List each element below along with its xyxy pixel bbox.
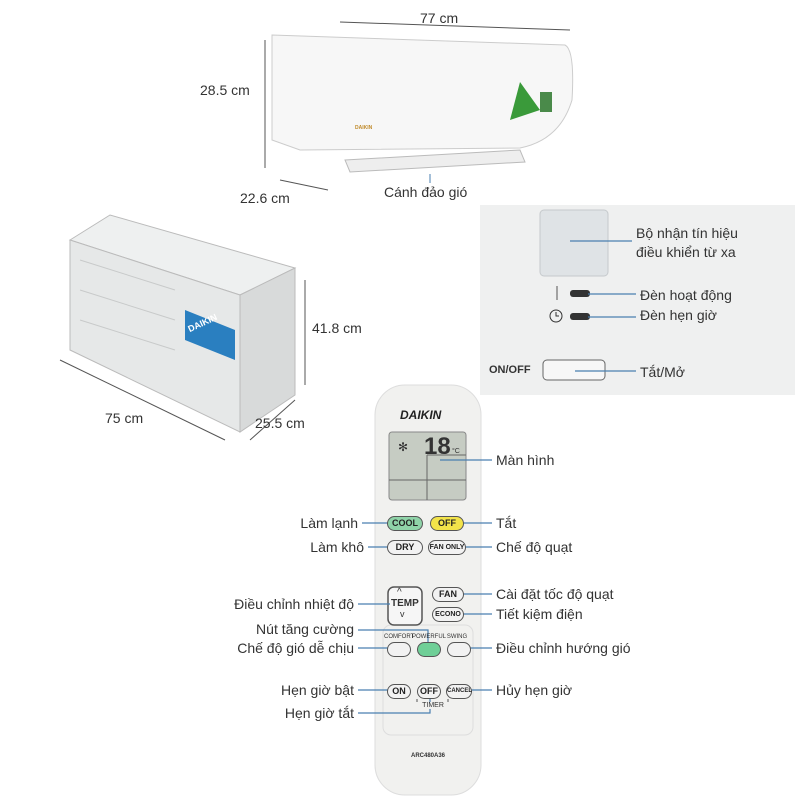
callout-fan: Cài đặt tốc độ quạt [496, 586, 614, 602]
cool-button[interactable]: COOL [387, 516, 423, 531]
outdoor-height: 41.8 cm [312, 320, 362, 336]
outdoor-width: 75 cm [105, 410, 144, 426]
fan-only-button[interactable]: FAN ONLY [428, 540, 466, 555]
powerful-button[interactable] [417, 642, 441, 657]
callout-econo: Tiết kiệm điện [496, 606, 583, 622]
callout-screen: Màn hình [496, 452, 555, 468]
flap-label: Cánh đảo gió [384, 184, 468, 200]
outdoor-unit [68, 214, 297, 433]
callout-comfort: Chế độ gió dễ chịu [237, 640, 354, 656]
callout-off-timer: Hẹn giờ tắt [284, 705, 354, 721]
callout-cool: Làm lạnh [300, 515, 358, 531]
onoff-label: Tắt/Mở [640, 364, 685, 380]
operation-lamp-label: Đèn hoạt động [640, 287, 732, 303]
temp-button[interactable]: TEMP [391, 598, 419, 609]
remote-temp-unit: °C [452, 448, 460, 455]
cancel-timer-button[interactable]: CANCEL [446, 684, 472, 699]
timer-label: TIMER [416, 702, 450, 709]
outdoor-depth: 25.5 cm [255, 415, 305, 431]
off-button[interactable]: OFF [430, 516, 464, 531]
comfort-label: COMFORT [384, 634, 415, 640]
onoff-button[interactable] [543, 360, 605, 380]
callout-fan-only: Chế độ quạt [496, 539, 573, 555]
timer-lamp-label: Đèn hẹn giờ [640, 307, 717, 323]
comfort-button[interactable] [387, 642, 411, 657]
powerful-label: POWERFUL [412, 634, 447, 640]
callout-on-timer: Hẹn giờ bật [280, 682, 354, 698]
off-timer-button[interactable]: OFF [417, 684, 441, 699]
callout-powerful: Nút tăng cường [256, 621, 354, 637]
onoff-panel-label: ON/OFF [489, 364, 531, 376]
indoor-logo: DAIKIN [355, 125, 373, 131]
callout-dry: Làm khô [310, 539, 364, 555]
indoor-unit [271, 34, 574, 173]
indoor-depth: 22.6 cm [240, 190, 290, 206]
indoor-display-panel [480, 205, 795, 395]
swing-button[interactable] [447, 642, 471, 657]
indoor-height: 28.5 cm [200, 82, 250, 98]
receiver-label-2: điều khiển từ xa [636, 244, 736, 260]
indoor-width: 77 cm [420, 10, 459, 26]
swing-label: SWING [446, 634, 468, 640]
remote-temp: 18 [424, 433, 451, 460]
callout-off: Tắt [496, 515, 517, 531]
remote-brand: DAIKIN [400, 408, 442, 422]
callout-cancel: Hủy hẹn giờ [496, 682, 573, 698]
receiver-label: Bộ nhận tín hiệu [636, 225, 738, 241]
on-timer-button[interactable]: ON [387, 684, 411, 699]
dry-button[interactable]: DRY [387, 540, 423, 555]
callout-temp: Điều chỉnh nhiệt độ [234, 596, 354, 612]
econo-button[interactable]: ECONO [432, 607, 464, 622]
snowflake-icon: ✻ [398, 440, 409, 454]
callout-swing: Điều chỉnh hướng gió [496, 640, 631, 656]
fan-button[interactable]: FAN [432, 587, 464, 602]
remote-model: ARC480A36 [410, 753, 446, 759]
